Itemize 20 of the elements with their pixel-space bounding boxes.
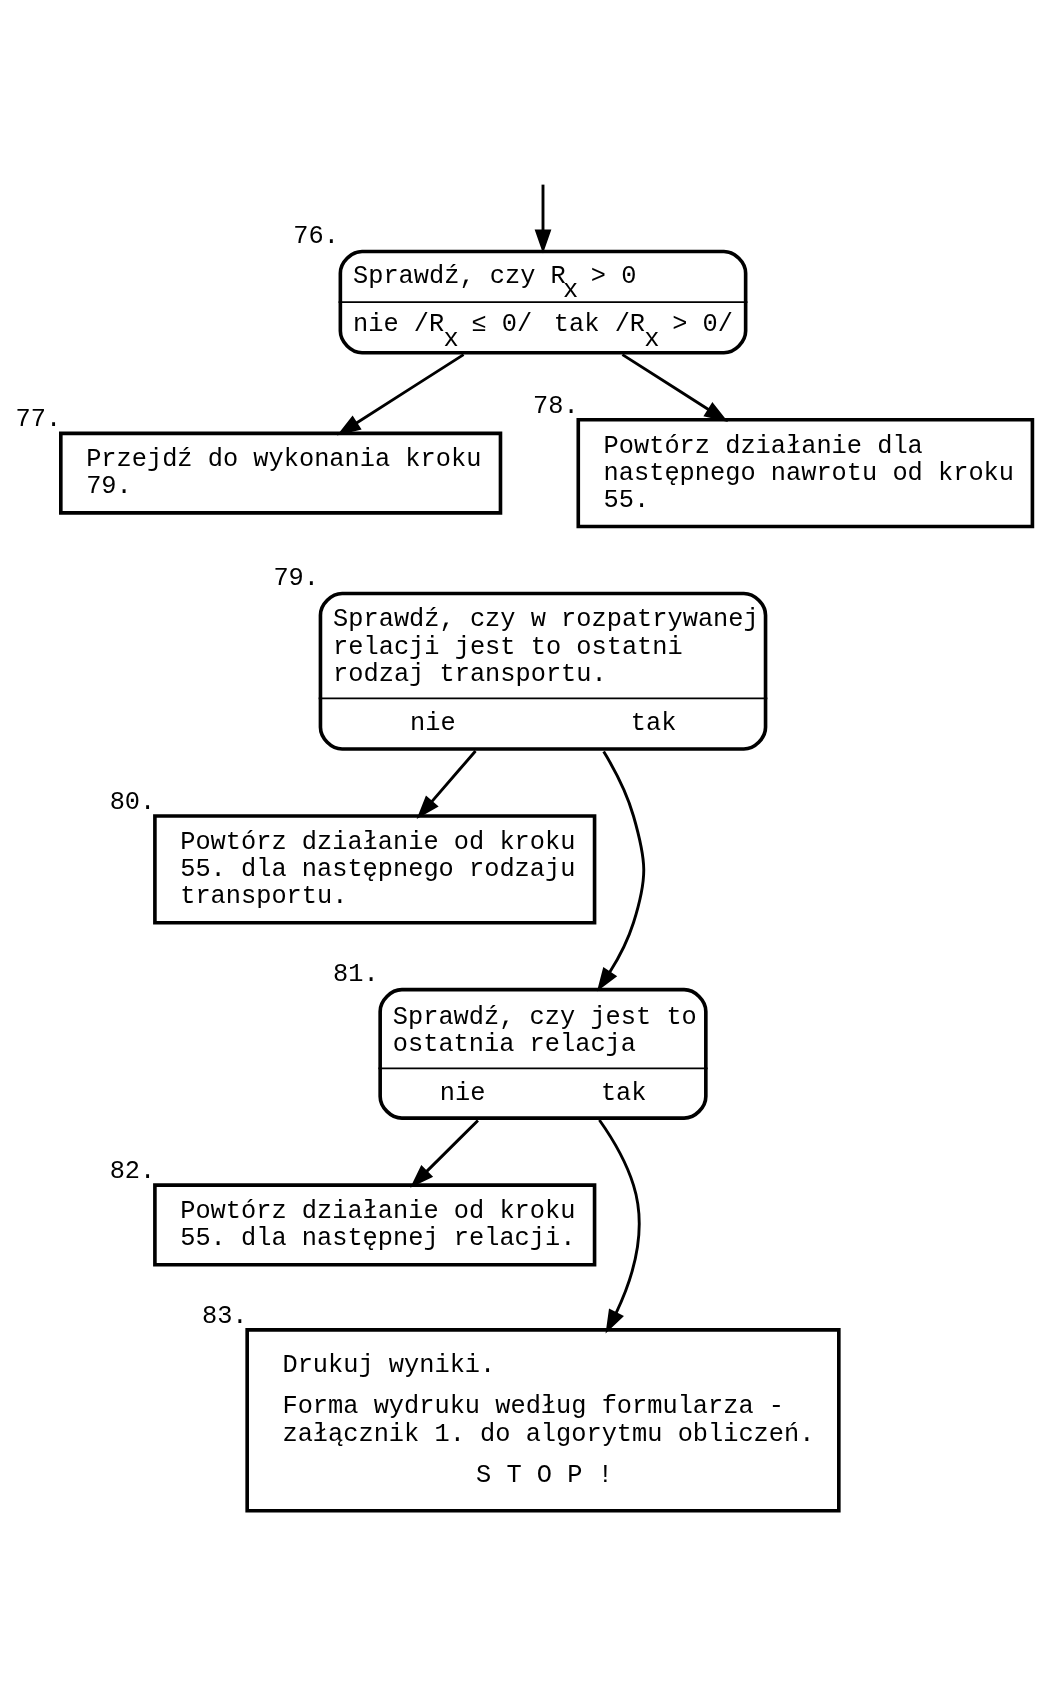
node-label: 76. <box>293 221 339 251</box>
node-label: 79. <box>273 563 320 593</box>
arrow <box>410 1118 479 1188</box>
node-label: 77. <box>15 404 62 434</box>
arrow <box>336 352 465 435</box>
arrow <box>534 184 552 253</box>
node-label: 81. <box>333 959 379 989</box>
node-box: Powtórz działanie dla następnego nawrotu od kroku 55. <box>576 417 1035 528</box>
node-label: 80. <box>109 787 156 817</box>
node-label: 78. <box>533 391 579 421</box>
arrow <box>598 1118 641 1334</box>
node-box: Powtórz działanie od kroku 55. dla następnego rodzaju transportu. <box>153 813 597 925</box>
node-label: 83. <box>201 1301 248 1331</box>
node-box: Drukuj wyniki. Forma wydruku według formularza - załącznik 1. do algorytmu obliczeń. S T O P ! <box>245 1327 841 1513</box>
node-box: Powtórz działanie od kroku 55. dla następnej relacji. <box>153 1182 597 1266</box>
arrow <box>621 352 729 422</box>
arrow <box>416 749 477 819</box>
arrow <box>596 750 646 991</box>
node-box: Przejdź do wykonania kroku 79. <box>59 431 503 515</box>
node-label: 82. <box>109 1156 156 1186</box>
